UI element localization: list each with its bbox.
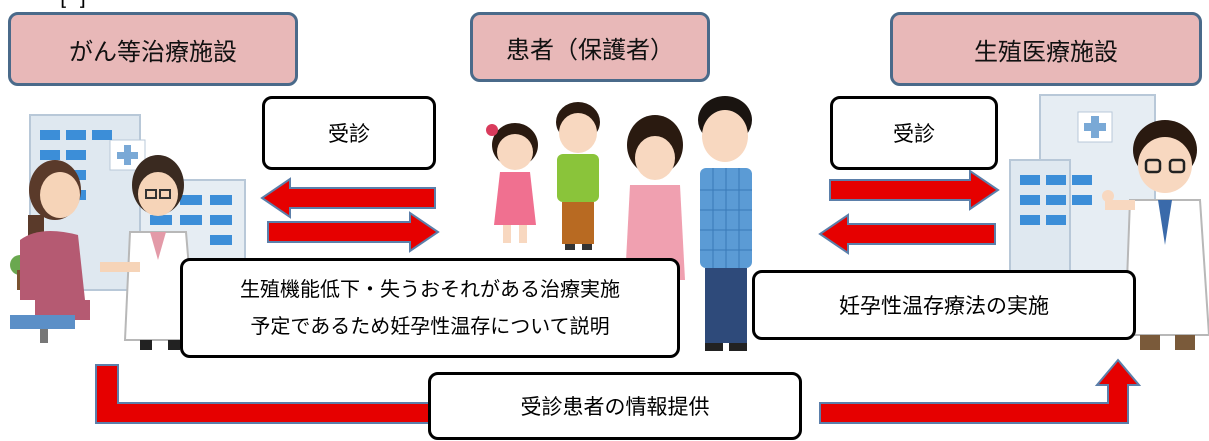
- patient-label: 患者（保護者）: [506, 35, 674, 64]
- cancer-facility-box: がん等治療施設: [8, 12, 298, 86]
- visit-left-text: 受診: [328, 122, 370, 146]
- patient-box: 患者（保護者）: [470, 12, 710, 82]
- arrow-left-to-patient-right: [818, 213, 996, 255]
- explanation-line-2: 予定であるため妊孕性温存について説明: [250, 314, 610, 338]
- seated-patient-woman-icon: [10, 160, 90, 343]
- arrow-right-to-reproductive-facility: [829, 169, 1000, 211]
- boy-icon: [556, 102, 600, 250]
- info-flow-left-bar: [95, 364, 431, 424]
- info-provision-text: 受診患者の情報提供: [520, 395, 710, 419]
- reproductive-facility-label: 生殖医療施設: [974, 37, 1118, 66]
- arrow-left-to-cancer-facility: [260, 177, 436, 219]
- preservation-text: 妊孕性温存療法の実施: [839, 294, 1049, 318]
- male-doctor-icon: [1102, 120, 1209, 350]
- arrow-right-to-patient-left: [267, 211, 440, 253]
- female-doctor-icon: [100, 155, 197, 350]
- visit-label-right: 受診: [830, 96, 998, 170]
- family-icon: [486, 96, 752, 351]
- info-flow-right-arrow: [819, 358, 1142, 424]
- preservation-box: 妊孕性温存療法の実施: [752, 270, 1136, 340]
- reproductive-facility-box: 生殖医療施設: [890, 12, 1202, 86]
- explanation-line-1: 生殖機能低下・失うおそれがある治療実施: [240, 277, 620, 301]
- father-icon: [698, 96, 752, 351]
- visit-label-left: 受診: [262, 96, 436, 170]
- explanation-box: 生殖機能低下・失うおそれがある治療実施 予定であるため妊孕性温存について説明: [180, 258, 680, 358]
- visit-right-text: 受診: [893, 122, 935, 146]
- header-fragment: [ ]: [60, 0, 88, 10]
- cancer-facility-label: がん等治療施設: [69, 37, 237, 66]
- girl-icon: [486, 123, 538, 243]
- info-provision-box: 受診患者の情報提供: [428, 372, 802, 440]
